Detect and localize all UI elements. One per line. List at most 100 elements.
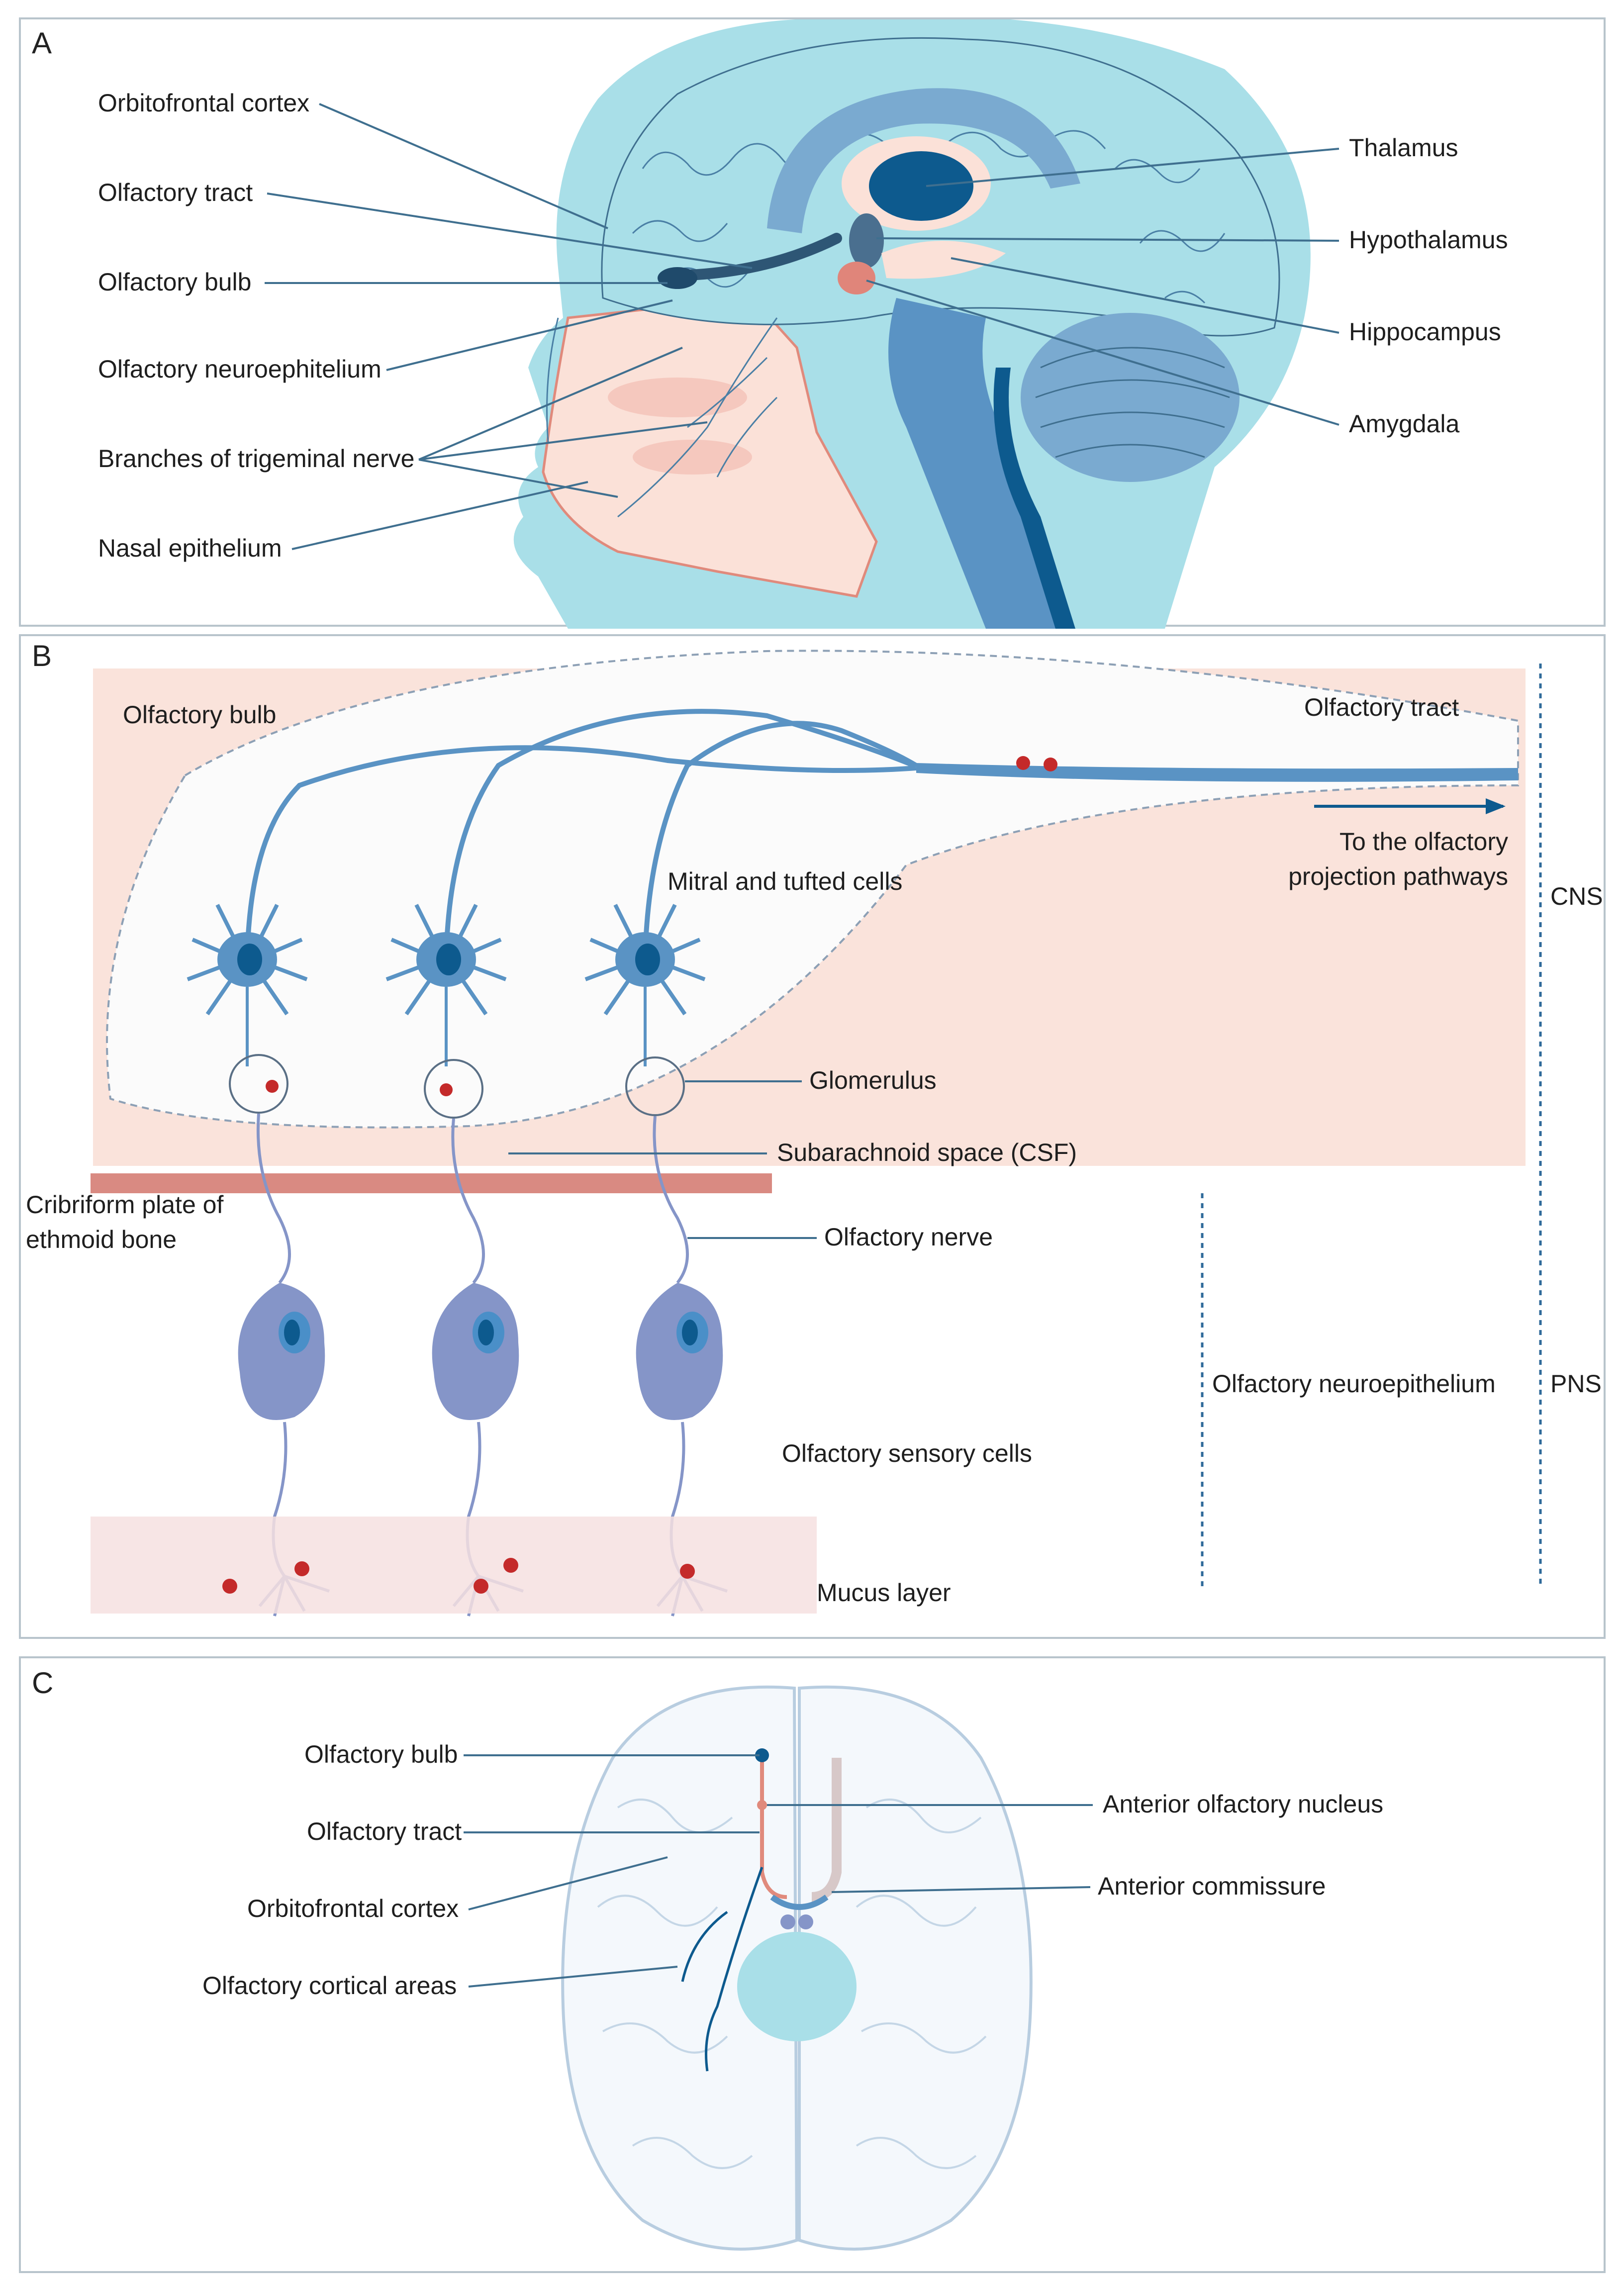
panel-a-letter: A bbox=[32, 26, 52, 60]
panel-c-illustration: C Olfactory bulb Olfactory tract Orbitof… bbox=[32, 1666, 1383, 2251]
label-anterior-olfactory-nucleus: Anterior olfactory nucleus bbox=[1103, 1790, 1383, 1818]
aon-dot bbox=[757, 1800, 767, 1810]
mitral-cell bbox=[187, 904, 308, 1066]
label-olfactory-neuroepithelium: Olfactory neuroepithelium bbox=[1212, 1370, 1496, 1398]
leader-line bbox=[468, 1966, 678, 1988]
glomerulus-circle bbox=[625, 1056, 685, 1116]
olfactory-bulb-dot bbox=[755, 1748, 769, 1762]
cerebellum-folia bbox=[1035, 347, 1230, 458]
panel-a-illustration: A Orbitofrontal cortex Olfactory tract O… bbox=[32, 19, 1508, 629]
odorant-particle bbox=[474, 1579, 488, 1594]
label-olfactory-bulb: Olfactory bulb bbox=[123, 701, 276, 729]
odorant-particle bbox=[266, 1080, 279, 1093]
odorant-particle bbox=[680, 1564, 695, 1579]
olfactory-bulb-shape bbox=[658, 267, 697, 289]
mitral-cell bbox=[584, 904, 706, 1066]
leader-line bbox=[418, 347, 683, 461]
label-mitral-tufted-cells: Mitral and tufted cells bbox=[668, 867, 902, 895]
olfactory-tract-bundle bbox=[916, 763, 1518, 782]
brainstem bbox=[737, 1932, 857, 2041]
panel-c-letter: C bbox=[32, 1666, 53, 1700]
label-hypothalamus: Hypothalamus bbox=[1349, 226, 1508, 254]
label-olfactory-tract: Olfactory tract bbox=[307, 1817, 462, 1845]
label-amygdala: Amygdala bbox=[1349, 410, 1460, 438]
leader-line bbox=[319, 103, 608, 229]
mitral-axon bbox=[444, 709, 917, 960]
trigeminal-branches bbox=[546, 317, 778, 518]
corpus-callosum bbox=[767, 88, 1080, 233]
label-olfactory-tract: Olfactory tract bbox=[1304, 693, 1459, 721]
odorant-particle bbox=[294, 1561, 309, 1576]
panel-b-illustration: B Olfactory bulb Olfactory tract To the … bbox=[26, 639, 1603, 1617]
label-olfactory-bulb: Olfactory bulb bbox=[98, 268, 251, 296]
label-olfactory-sensory-cells: Olfactory sensory cells bbox=[782, 1439, 1032, 1467]
label-nasal-epithelium: Nasal epithelium bbox=[98, 534, 282, 562]
label-cribriform-line-2: ethmoid bone bbox=[26, 1226, 177, 1253]
mitral-axon bbox=[245, 745, 917, 960]
leader-line bbox=[926, 148, 1339, 187]
projection-arrowhead bbox=[1486, 798, 1506, 814]
label-olfactory-cortical-areas: Olfactory cortical areas bbox=[202, 1972, 457, 2000]
panel-c: C Olfactory bulb Olfactory tract Orbitof… bbox=[19, 1656, 1606, 2273]
anterior-commissure-shape bbox=[770, 1895, 829, 1910]
panel-b-letter: B bbox=[32, 639, 52, 672]
mucus-layer bbox=[91, 1517, 817, 1614]
label-olfactory-neuroephitelium: Olfactory neuroephitelium bbox=[98, 355, 382, 383]
amygdala-shape bbox=[838, 262, 875, 294]
label-pns: PNS bbox=[1550, 1370, 1602, 1398]
label-cribriform-line-1: Cribriform plate of bbox=[26, 1191, 223, 1219]
leader-line bbox=[418, 459, 618, 498]
label-thalamus: Thalamus bbox=[1349, 134, 1458, 162]
leader-line bbox=[418, 421, 708, 461]
odorant-particle bbox=[1044, 758, 1057, 771]
label-glomerulus: Glomerulus bbox=[809, 1066, 937, 1094]
label-anterior-commissure: Anterior commissure bbox=[1098, 1872, 1326, 1900]
label-projection-line-1: To the olfactory bbox=[1339, 828, 1508, 856]
cortical-projection bbox=[681, 1910, 728, 1982]
left-hemisphere bbox=[561, 1685, 799, 2251]
label-mucus-layer: Mucus layer bbox=[817, 1579, 951, 1607]
label-cns: CNS bbox=[1550, 882, 1603, 910]
olfactory-tract-left bbox=[760, 1758, 787, 1899]
leader-line bbox=[951, 257, 1339, 334]
hippocampus-shape bbox=[881, 241, 1006, 279]
nasal-turbinate bbox=[633, 440, 752, 475]
gyri-lines bbox=[597, 1799, 987, 2169]
panel-b: B Olfactory bulb Olfactory tract To the … bbox=[19, 634, 1606, 1639]
sensory-axon bbox=[256, 1113, 291, 1284]
leader-line bbox=[866, 280, 1339, 426]
label-olfactory-nerve: Olfactory nerve bbox=[824, 1223, 993, 1251]
mitral-axon bbox=[643, 721, 918, 960]
leader-line bbox=[876, 237, 1339, 242]
mitral-cell bbox=[385, 904, 507, 1066]
odorant-particle bbox=[503, 1558, 518, 1573]
leader-line bbox=[291, 481, 588, 550]
spinal-cord-dark bbox=[993, 368, 1075, 629]
label-olfactory-tract: Olfactory tract bbox=[98, 179, 253, 206]
leader-line bbox=[468, 1856, 668, 1910]
leader-line bbox=[386, 299, 673, 371]
glomerulus-circle bbox=[229, 1054, 288, 1114]
hypothalamus-shape bbox=[849, 213, 884, 268]
odorant-particle bbox=[1016, 756, 1030, 770]
mammillary-body bbox=[798, 1914, 813, 1929]
glomerulus-circle bbox=[424, 1059, 483, 1119]
panel-a: A Orbitofrontal cortex Olfactory tract O… bbox=[19, 17, 1606, 629]
leader-line bbox=[267, 192, 753, 269]
label-orbitofrontal-cortex: Orbitofrontal cortex bbox=[247, 1895, 459, 1922]
odorant-particle bbox=[222, 1579, 237, 1594]
brainstem bbox=[888, 298, 1075, 629]
label-subarachnoid-space: Subarachnoid space (CSF) bbox=[777, 1139, 1077, 1166]
label-orbitofrontal-cortex: Orbitofrontal cortex bbox=[98, 89, 309, 117]
leader-line bbox=[831, 1886, 1091, 1893]
sensory-axon bbox=[451, 1118, 485, 1284]
cribriform-plate bbox=[91, 1173, 772, 1193]
odorant-particle bbox=[440, 1083, 453, 1096]
sensory-cell bbox=[636, 1283, 728, 1617]
olfactory-tract-right bbox=[811, 1758, 842, 1902]
label-hippocampus: Hippocampus bbox=[1349, 318, 1501, 346]
label-trigeminal-branches: Branches of trigeminal nerve bbox=[98, 445, 414, 473]
thalamus-core bbox=[869, 151, 973, 221]
label-projection-line-2: projection pathways bbox=[1288, 862, 1508, 890]
sensory-axon bbox=[653, 1116, 689, 1284]
